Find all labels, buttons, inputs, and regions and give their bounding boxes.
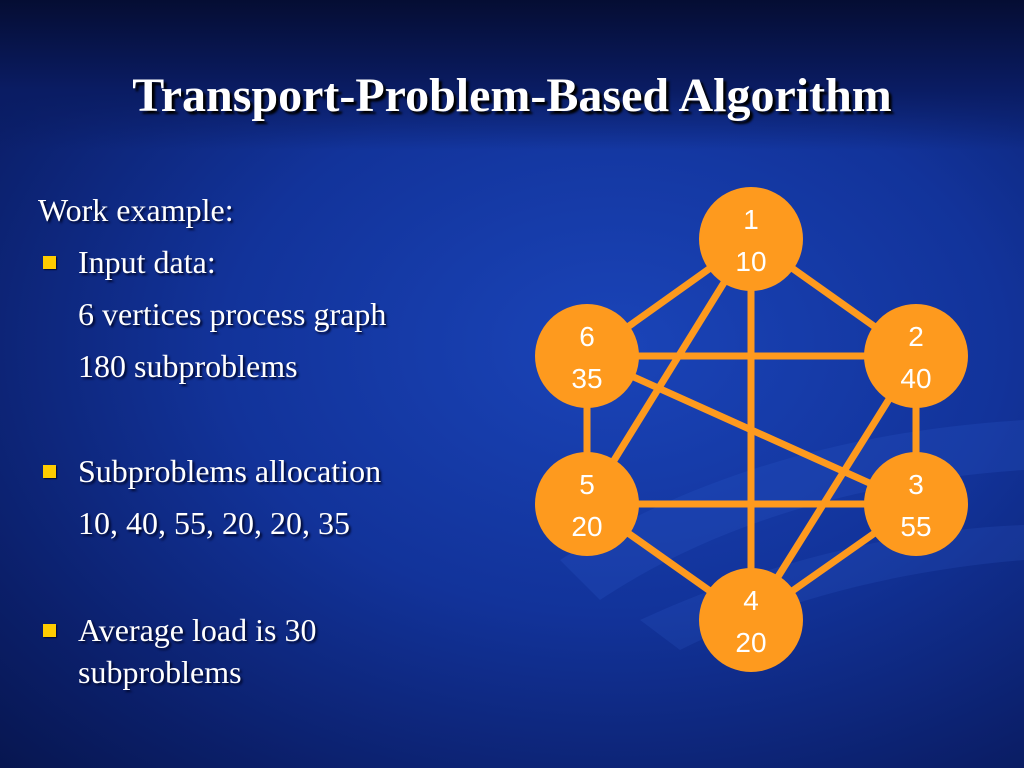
- graph-node-id: 4: [743, 585, 759, 616]
- graph-node-5: 520: [535, 452, 639, 556]
- bullet-average-load-continuation: subproblems: [78, 654, 242, 690]
- graph-node-2: 240: [864, 304, 968, 408]
- graph-node-circle: [699, 187, 803, 291]
- intro-text: Work example:: [38, 192, 234, 228]
- graph-node-circle: [535, 452, 639, 556]
- slide-title: Transport-Problem-Based Algorithm: [132, 69, 892, 122]
- graph-node-3: 355: [864, 452, 968, 556]
- detail-vertices: 6 vertices process graph: [78, 296, 387, 332]
- detail-allocation-values: 10, 40, 55, 20, 20, 35: [78, 505, 350, 541]
- bullet-square-icon: [43, 256, 56, 269]
- graph-node-id: 3: [908, 469, 924, 500]
- graph-node-load: 55: [900, 511, 931, 542]
- graph-node-id: 5: [579, 469, 595, 500]
- graph-node-load: 10: [735, 246, 766, 277]
- graph-node-id: 6: [579, 321, 595, 352]
- bullet-average-load: Average load is 30: [43, 610, 317, 650]
- bullet-text: Average load is 30: [78, 612, 317, 648]
- graph-node-circle: [699, 568, 803, 672]
- bullet-input-data: Input data:: [43, 242, 216, 282]
- bullet-text: Subproblems allocation: [78, 453, 382, 489]
- graph-node-load: 20: [571, 511, 602, 542]
- graph-node-load: 40: [900, 363, 931, 394]
- graph-node-load: 20: [735, 627, 766, 658]
- graph-node-load: 35: [571, 363, 602, 394]
- graph-node-circle: [864, 304, 968, 408]
- bullet-square-icon: [43, 465, 56, 478]
- detail-subproblems: 180 subproblems: [78, 348, 298, 384]
- graph-node-circle: [864, 452, 968, 556]
- graph-edge-6-3: [585, 352, 918, 508]
- graph-node-circle: [535, 304, 639, 408]
- graph-node-4: 420: [699, 568, 803, 672]
- graph-node-6: 635: [535, 304, 639, 408]
- bullet-square-icon: [43, 624, 56, 637]
- graph-edges: [583, 236, 920, 623]
- bullet-text: Input data:: [78, 244, 216, 280]
- graph-node-1: 110: [699, 187, 803, 291]
- graph-node-id: 2: [908, 321, 924, 352]
- title-band: [0, 0, 1024, 150]
- graph-node-id: 1: [743, 204, 759, 235]
- bullet-allocation: Subproblems allocation: [43, 451, 382, 491]
